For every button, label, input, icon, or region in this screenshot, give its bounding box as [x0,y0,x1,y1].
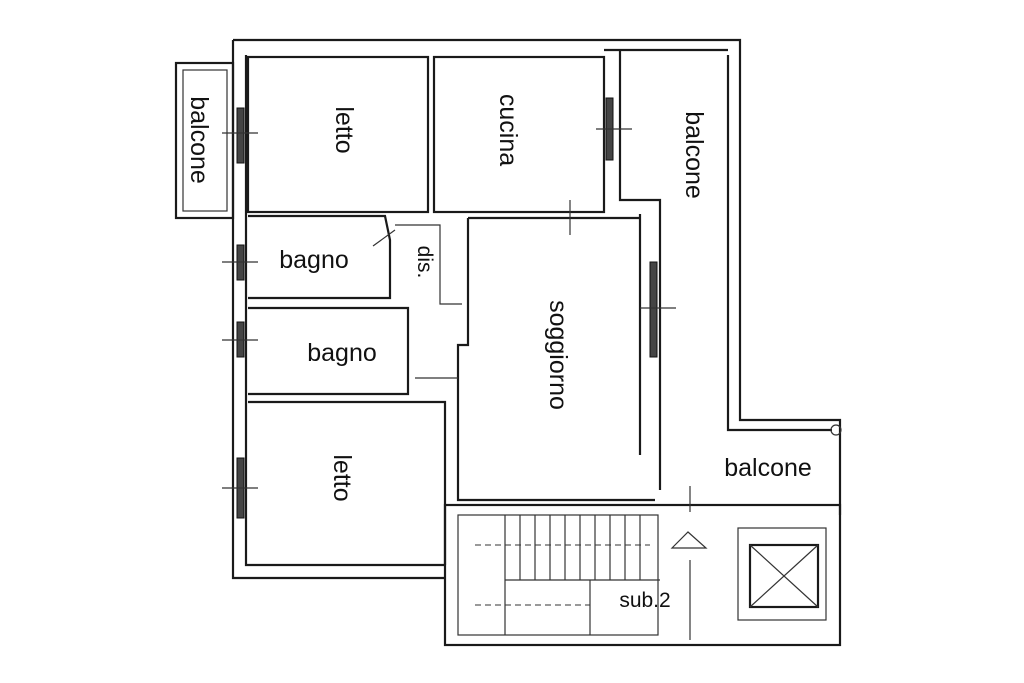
top-rooms [246,48,728,490]
soggiorno-outline [415,216,655,502]
label-soggiorno: soggiorno [544,300,572,410]
label-letto-bottom: letto [328,454,356,501]
label-dis: dis. [413,246,436,279]
bathrooms [248,214,462,396]
label-balcone-bottom-right: balcone [724,454,812,482]
label-sub2: sub.2 [619,589,670,612]
arrow-marker-icon [670,531,708,549]
label-bagno-2: bagno [307,339,377,367]
label-cucina: cucina [494,94,522,166]
label-balcone-top-right: balcone [680,111,708,199]
outer-walls [231,38,842,580]
label-bagno-1: bagno [279,246,349,274]
stair-steps-icon [504,515,660,635]
label-letto-top: letto [330,106,358,153]
stair-block [443,424,842,647]
elevator-shaft-icon [748,543,820,609]
balcone-left-outline [174,61,235,220]
label-balcone-left: balcone [185,96,213,184]
window-ticks [222,128,691,512]
